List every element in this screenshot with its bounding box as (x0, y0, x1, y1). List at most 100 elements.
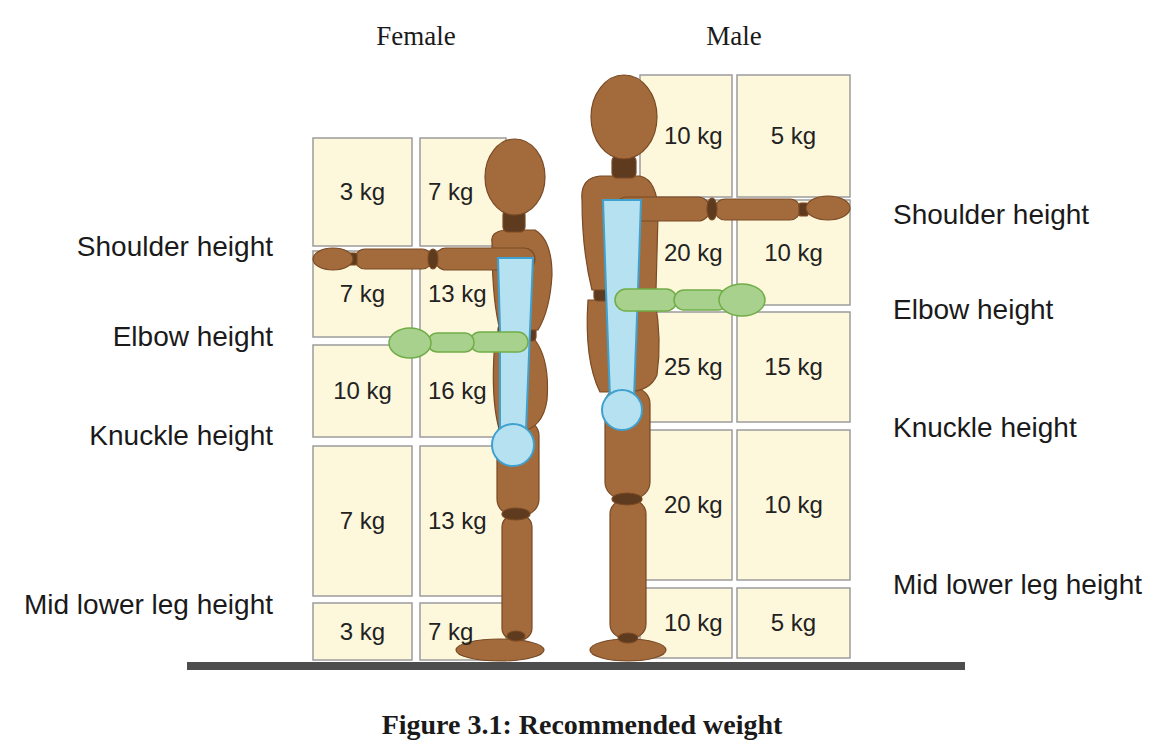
height-label-wrap: Shoulder height (77, 231, 273, 263)
weight-box: 10 kg (737, 200, 850, 305)
box-fill (420, 446, 506, 596)
female-mannequin-part (485, 139, 545, 215)
female-mannequin-part (502, 515, 532, 640)
male-arm-elbow-part (615, 289, 677, 311)
weight-value: 20 kg (664, 239, 723, 267)
weight-box: 15 kg (737, 312, 850, 422)
weight-value: 15 kg (764, 353, 823, 381)
weight-value: 10 kg (764, 239, 823, 267)
weight-value: 5 kg (771, 122, 816, 150)
height-label-wrap: Elbow height (893, 294, 1053, 326)
weight-box: 7 kg (313, 446, 412, 596)
height-label: Shoulder height (77, 231, 273, 262)
female-arm-elbow-part (428, 333, 474, 352)
female-mannequin (313, 139, 552, 661)
weight-box: 10 kg (313, 345, 412, 437)
height-label: Mid lower leg height (893, 569, 1142, 600)
female-spine (492, 258, 534, 466)
figure-heading-wrap: Male (706, 21, 761, 52)
weight-box: 10 kg (737, 430, 850, 580)
height-label-wrap: Knuckle height (893, 412, 1077, 444)
male-arm-elbow-part (719, 284, 765, 316)
weight-box: 3 kg (313, 603, 412, 660)
male-mannequin-part (610, 500, 646, 638)
box-fill (737, 430, 850, 580)
height-label-wrap: Mid lower leg height (24, 589, 273, 621)
weight-box: 13 kg (420, 251, 506, 337)
female-arm-elbow-part (470, 332, 528, 352)
female-spine-part (492, 424, 534, 466)
box-fill (737, 588, 850, 658)
height-label: Knuckle height (89, 420, 273, 451)
female-arm-elbow (389, 328, 528, 358)
box-fill (313, 603, 412, 660)
female-arm-elbow-part (389, 328, 431, 358)
weight-value: 3 kg (340, 178, 385, 206)
caption: Figure 3.1: Recommended weight (382, 709, 783, 740)
box-fill (737, 75, 850, 197)
male-mannequin-part (612, 493, 642, 505)
weight-value: 7 kg (428, 618, 473, 646)
male-mannequin (582, 75, 850, 661)
height-label: Shoulder height (893, 199, 1089, 230)
weight-box: 25 kg (640, 312, 732, 422)
weight-value: 25 kg (664, 353, 723, 381)
female-mannequin-part (507, 631, 525, 641)
male-mannequin-part (618, 633, 638, 643)
weight-value: 3 kg (340, 618, 385, 646)
height-label: Knuckle height (893, 412, 1077, 443)
weight-box: 7 kg (420, 603, 506, 660)
box-fill (313, 345, 412, 437)
height-label-wrap: Mid lower leg height (893, 569, 1142, 601)
weight-value: 13 kg (428, 507, 487, 535)
weight-box: 20 kg (640, 430, 732, 580)
height-label: Elbow height (893, 294, 1053, 325)
male-spine (602, 200, 642, 430)
weight-value: 20 kg (664, 491, 723, 519)
female-mannequin-part (428, 249, 438, 269)
weight-value: 10 kg (664, 122, 723, 150)
figure-heading: Female (376, 21, 455, 51)
weight-box: 3 kg (313, 138, 412, 246)
figure-heading-wrap: Female (376, 21, 455, 52)
weight-value: 7 kg (340, 280, 385, 308)
male-arm-elbow (615, 284, 765, 316)
weight-value: 10 kg (764, 491, 823, 519)
weight-box: 7 kg (420, 138, 506, 246)
weight-box: 20 kg (640, 200, 732, 305)
weight-value: 5 kg (771, 609, 816, 637)
male-mannequin-part (806, 196, 850, 220)
weight-box: 5 kg (737, 588, 850, 658)
ground-bar (187, 662, 965, 670)
height-label-wrap: Elbow height (113, 321, 273, 353)
height-label: Mid lower leg height (24, 589, 273, 620)
caption-wrap: Figure 3.1: Recommended weight (382, 709, 783, 741)
female-mannequin-part (355, 249, 432, 269)
box-fill (313, 446, 412, 596)
weight-value: 16 kg (428, 377, 487, 405)
box-fill (313, 138, 412, 246)
male-mannequin-part (715, 199, 800, 220)
female-mannequin-part (313, 248, 353, 270)
box-fill (640, 430, 732, 580)
male-mannequin-part (591, 75, 657, 159)
box-fill (737, 312, 850, 422)
weight-box: 7 kg (313, 251, 412, 337)
weight-box: 16 kg (420, 345, 506, 437)
figure-heading: Male (706, 21, 761, 51)
male-spine-part (602, 390, 642, 430)
weight-value: 10 kg (664, 609, 723, 637)
male-mannequin-part (707, 198, 717, 220)
weight-box: 10 kg (640, 588, 732, 658)
weight-value: 7 kg (428, 178, 473, 206)
weight-box: 13 kg (420, 446, 506, 596)
height-label: Elbow height (113, 321, 273, 352)
weight-box: 10 kg (640, 75, 732, 197)
height-label-wrap: Knuckle height (89, 420, 273, 452)
weight-value: 7 kg (340, 507, 385, 535)
weight-box: 5 kg (737, 75, 850, 197)
height-label-wrap: Shoulder height (893, 199, 1089, 231)
